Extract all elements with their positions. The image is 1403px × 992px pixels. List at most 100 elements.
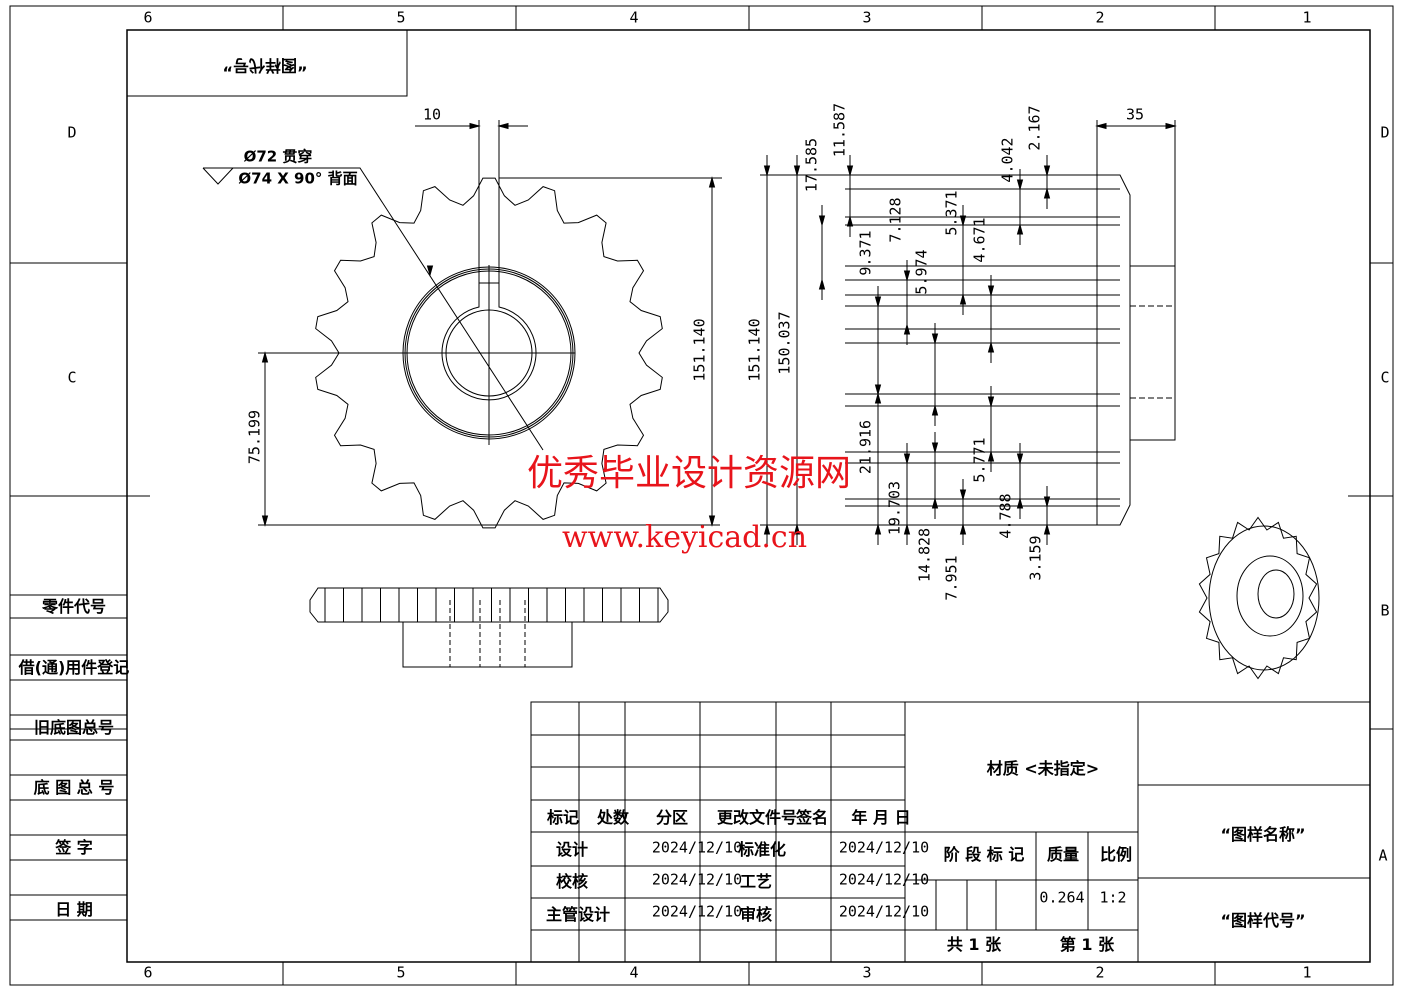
gear-tooth-profile	[315, 177, 663, 529]
dim-7-128: 7.128	[886, 197, 905, 243]
iso-hub-outer	[1236, 555, 1304, 637]
bottom-gear-body	[309, 587, 669, 623]
tb-date-process: 2024/12/10	[838, 870, 930, 889]
arrowhead	[261, 351, 269, 363]
dim-21-916: 21.916	[856, 419, 875, 475]
tb-scale-value: 1:2	[1099, 888, 1127, 907]
arrowhead	[793, 165, 801, 177]
dim-5-371: 5.371	[942, 190, 961, 236]
bore-with-keyway	[441, 282, 537, 401]
arrowhead	[903, 323, 911, 335]
arrowhead	[793, 523, 801, 535]
tb-date-approve: 2024/12/10	[838, 902, 930, 921]
arrowhead	[931, 404, 939, 416]
tb-header-count: 处数	[596, 808, 630, 827]
iso-gear-outline	[1198, 516, 1318, 680]
bottom-view	[309, 587, 669, 668]
arrowhead	[903, 453, 911, 465]
side-gear-body	[1096, 174, 1131, 526]
zone-left-c: C	[67, 368, 77, 387]
corner-box	[126, 29, 408, 97]
arrowhead	[959, 293, 967, 305]
title-block-grid	[530, 701, 1371, 963]
arrowhead	[1016, 179, 1024, 191]
arrowhead	[469, 122, 481, 130]
zone-bottom-3: 3	[862, 963, 872, 982]
dim-14-828: 14.828	[915, 527, 934, 583]
arrowhead	[1016, 223, 1024, 235]
watermark-title: 优秀毕业设计资源网	[527, 453, 852, 494]
zone-top-2: 2	[1095, 8, 1105, 27]
label-signature: 签 字	[55, 838, 93, 857]
zone-right-c: C	[1380, 368, 1390, 387]
zone-bottom-2: 2	[1095, 963, 1105, 982]
bottom-hub	[402, 621, 573, 668]
tb-header-mark: 标记	[546, 808, 580, 827]
tb-material: 材质 <未指定>	[986, 759, 1100, 778]
dim-2-167: 2.167	[1025, 105, 1044, 151]
zone-top-4: 4	[629, 8, 639, 27]
dim-11-587: 11.587	[830, 102, 849, 158]
tb-header-signature: 签名	[795, 808, 829, 827]
arrowhead	[1043, 187, 1051, 199]
tb-drawing-name: “图样名称”	[1220, 825, 1306, 844]
arrowhead	[903, 523, 911, 535]
tb-date-chief: 2024/12/10	[651, 902, 743, 921]
arrowhead	[1016, 497, 1024, 509]
surface-symbol	[202, 167, 234, 185]
arrowhead	[708, 515, 716, 527]
label-date: 日 期	[55, 900, 93, 919]
isometric-view	[1198, 516, 1320, 680]
side-view	[760, 120, 1177, 545]
dim-3-159: 3.159	[1026, 535, 1045, 581]
hole-annotation-chamfer: Ø74 X 90° 背面	[238, 169, 358, 188]
dim-side-overall: 151.140	[745, 318, 764, 382]
arrowhead	[874, 296, 882, 308]
hole-annotation-through: Ø72 贯穿	[243, 147, 313, 166]
arrowhead	[987, 450, 995, 462]
tb-date-standard: 2024/12/10	[838, 838, 930, 857]
tb-role-standard: 标准化	[737, 840, 787, 859]
zone-bottom-5: 5	[396, 963, 406, 982]
zone-right-d: D	[1380, 123, 1390, 142]
arrowhead	[763, 165, 771, 177]
dim-key-width: 10	[422, 105, 442, 124]
front-view-gear	[202, 120, 722, 529]
arrowhead	[931, 497, 939, 509]
dim-150: 150.037	[775, 311, 794, 375]
dim-4-788: 4.788	[996, 493, 1015, 539]
arrowhead	[959, 215, 967, 227]
zone-bottom-4: 4	[629, 963, 639, 982]
arrowhead	[987, 341, 995, 353]
arrowhead	[931, 333, 939, 345]
tb-header-change-doc: 更改文件号	[716, 808, 798, 827]
dim-5-974: 5.974	[912, 249, 931, 295]
label-old-drawing-no: 旧底图总号	[33, 718, 115, 737]
arrowhead	[497, 122, 509, 130]
tb-role-chief: 主管设计	[545, 905, 611, 924]
zone-bottom-6: 6	[143, 963, 153, 982]
side-label-boxes	[10, 594, 127, 921]
zone-dividers	[10, 6, 1393, 985]
tb-date-design: 2024/12/10	[651, 838, 743, 857]
arrowhead	[959, 489, 967, 501]
tb-header-zone: 分区	[655, 808, 689, 827]
arrowhead	[1043, 496, 1051, 508]
arrowhead	[846, 215, 854, 227]
arrowhead	[426, 265, 434, 277]
zone-top-5: 5	[396, 8, 406, 27]
side-hub	[1129, 265, 1176, 441]
arrowhead	[261, 515, 269, 527]
tb-mass-label: 质量	[1046, 845, 1080, 864]
zone-top-6: 6	[143, 8, 153, 27]
zone-top-3: 3	[862, 8, 872, 27]
arrowhead	[1095, 122, 1107, 130]
watermark-url: www.keyicad.cn	[562, 520, 808, 555]
tb-role-design: 设计	[555, 840, 589, 859]
tb-date-check: 2024/12/10	[651, 870, 743, 889]
arrowhead	[987, 285, 995, 297]
corner-drawing-code: “图样代号”	[222, 56, 308, 75]
dim-width-35: 35	[1125, 105, 1145, 124]
zone-left-d: D	[67, 123, 77, 142]
